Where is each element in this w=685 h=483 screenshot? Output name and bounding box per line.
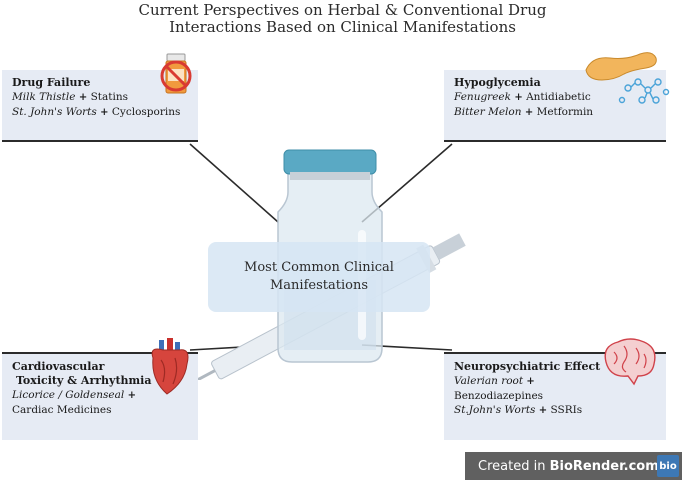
center-label-line-2: Manifestations xyxy=(270,278,368,293)
plus-sign: + xyxy=(538,405,548,416)
pancreas-icon xyxy=(585,52,657,81)
cardiovascular-heading-1: Cardiovascular xyxy=(12,360,105,373)
drug-failure-box: Drug Failure Milk Thistle + Statins St. … xyxy=(2,70,198,142)
brain-icon xyxy=(604,338,656,386)
cardiovascular-row-2: Cardiac Medicines xyxy=(12,403,188,417)
badge-brand: BioRender.com xyxy=(549,458,659,474)
drug-name: Antidiabetic xyxy=(526,91,591,103)
neuropsychiatric-heading: Neuropsychiatric Effect xyxy=(454,360,601,373)
drug-name: Cyclosporins xyxy=(111,106,181,118)
drug-name: Metformin xyxy=(536,106,594,118)
hypoglycemia-row-1: Fenugreek + Antidiabetic xyxy=(454,90,656,105)
cardiovascular-row-1: Licorice / Goldenseal + xyxy=(12,388,188,403)
hypoglycemia-row-2: Bitter Melon + Metformin xyxy=(454,105,656,120)
title-line-2: Interactions Based on Clinical Manifesta… xyxy=(169,18,516,36)
plus-sign: + xyxy=(100,107,109,118)
no-pills-icon xyxy=(160,53,192,94)
plus-sign: + xyxy=(524,107,534,118)
drug-name: SSRIs xyxy=(550,404,583,416)
drug-name: Cardiac Medicines xyxy=(12,404,112,416)
herb-name: Fenugreek xyxy=(454,91,511,103)
badge-text: Created in BioRender.com xyxy=(465,459,659,474)
herb-name: St.John's Worts xyxy=(454,404,536,416)
drug-name: Statins xyxy=(90,91,128,103)
herb-name: Licorice / Goldenseal xyxy=(12,389,125,401)
herb-name: Bitter Melon xyxy=(454,106,522,118)
neuropsychiatric-row-2: Benzodiazepines xyxy=(454,389,656,403)
plus-sign: + xyxy=(78,92,88,103)
drug-name: Benzodiazepines xyxy=(454,390,544,402)
connector-drug-failure xyxy=(189,143,279,223)
figure-title: Current Perspectives on Herbal & Convent… xyxy=(0,2,685,36)
pancreas-glucose-icon xyxy=(585,52,670,104)
title-line-1: Current Perspectives on Herbal & Convent… xyxy=(138,1,547,19)
hypoglycemia-box: Hypoglycemia Fenugreek + Antidiabetic Bi… xyxy=(444,70,666,142)
cardiovascular-heading-2: Toxicity & Arrhythmia xyxy=(16,374,152,387)
heart-icon xyxy=(151,338,189,395)
biorender-logo: bio xyxy=(657,455,679,477)
herb-name: St. John's Worts xyxy=(12,106,97,118)
herb-name: Valerian root xyxy=(454,375,524,387)
center-label: Most Common Clinical Manifestations xyxy=(208,242,430,312)
neuropsychiatric-row-3: St.John's Worts + SSRIs xyxy=(454,403,656,418)
drug-failure-heading: Drug Failure xyxy=(12,76,91,89)
neuropsychiatric-row-1: Valerian root + xyxy=(454,374,656,389)
badge-prefix: Created in xyxy=(478,458,550,474)
drug-failure-row-2: St. John's Worts + Cyclosporins xyxy=(12,105,188,120)
glucose-molecules-icon xyxy=(618,78,670,104)
drug-failure-row-1: Milk Thistle + Statins xyxy=(12,90,188,105)
plus-sign: + xyxy=(514,92,523,103)
biorender-badge: Created in BioRender.com bio xyxy=(465,452,682,480)
plus-sign: + xyxy=(127,390,136,401)
hypoglycemia-heading: Hypoglycemia xyxy=(454,76,541,89)
plus-sign: + xyxy=(526,376,535,387)
center-label-line-1: Most Common Clinical xyxy=(244,260,394,275)
herb-name: Milk Thistle xyxy=(12,91,76,103)
vial-cap xyxy=(283,149,377,175)
